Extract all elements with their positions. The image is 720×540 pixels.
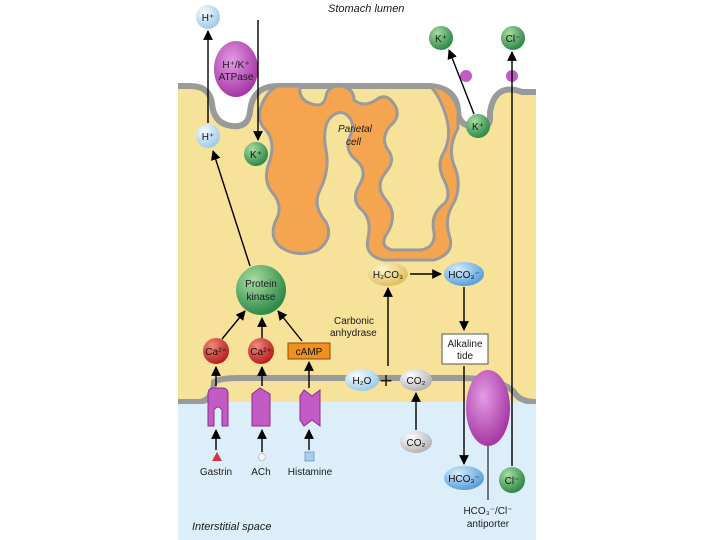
canaliculus bbox=[257, 84, 460, 262]
hco3-cell-molecule bbox=[444, 262, 484, 286]
cl-ion-interstitial-label: Cl⁻ bbox=[505, 476, 520, 487]
h2co3-label: H₂CO₃ bbox=[373, 270, 403, 281]
co2-interstitial-molecule bbox=[400, 431, 432, 453]
protein-kinase-label-1: Protein bbox=[245, 279, 277, 290]
antiporter-label-2: antiporter bbox=[467, 519, 510, 530]
k-ion-cell-label: K⁺ bbox=[472, 122, 484, 133]
histamine-symbol bbox=[304, 451, 315, 462]
k-ion-lumen bbox=[429, 26, 453, 50]
ca-ion-2-label: Ca²⁺ bbox=[250, 347, 271, 358]
ca-ion-2 bbox=[248, 338, 274, 364]
h-ion-lumen bbox=[196, 5, 220, 29]
h2o-label: H₂O bbox=[353, 376, 372, 387]
hco3-cl-antiporter bbox=[466, 370, 510, 446]
hco3-cell-label: HCO₃⁻ bbox=[448, 270, 480, 281]
protein-kinase bbox=[236, 265, 286, 315]
co2-cell-molecule bbox=[400, 369, 432, 391]
k-ion-cell bbox=[466, 114, 490, 138]
pump-label-1: H⁺/K⁺ bbox=[222, 60, 249, 71]
gastrin-receptor bbox=[207, 387, 229, 427]
histamine-label: Histamine bbox=[288, 467, 333, 478]
pump-label-2: ATPase bbox=[219, 72, 254, 83]
gastrin-label: Gastrin bbox=[200, 467, 232, 478]
antiporter-label-1: HCO₃⁻/Cl⁻ bbox=[463, 506, 512, 517]
cl-ion-interstitial bbox=[499, 467, 525, 493]
co2-cell-label: CO₂ bbox=[407, 376, 426, 387]
stomach-lumen-label: Stomach lumen bbox=[328, 3, 404, 15]
cl-ion-lumen bbox=[501, 26, 525, 50]
ach-label: ACh bbox=[251, 467, 270, 478]
alkaline-tide-label-2: tide bbox=[457, 351, 474, 362]
camp-label: cAMP bbox=[296, 347, 323, 358]
carbonic-anhydrase-label-1: Carbonic bbox=[334, 316, 374, 327]
h-ion-lumen-label: H⁺ bbox=[202, 13, 215, 24]
hco3-interstitial-label: HCO₃⁻ bbox=[448, 474, 480, 485]
h-ion-cell bbox=[196, 124, 220, 148]
co2-interstitial-label: CO₂ bbox=[407, 438, 426, 449]
carbonic-anhydrase-label-2: anhydrase bbox=[330, 328, 377, 339]
parietal-cell-label-2: cell bbox=[346, 137, 362, 148]
gastrin-symbol bbox=[212, 452, 222, 461]
ach-symbol bbox=[258, 453, 266, 461]
alkaline-tide-box bbox=[441, 333, 489, 365]
hco3-interstitial-molecule bbox=[444, 466, 484, 490]
interstitial-space-label: Interstitial space bbox=[192, 521, 271, 533]
k-ion-lumen-label: K⁺ bbox=[435, 34, 447, 45]
ca-ion-1-label: Ca²⁺ bbox=[205, 347, 226, 358]
alkaline-tide-label-1: Alkaline bbox=[447, 339, 482, 350]
histamine-receptor bbox=[299, 389, 321, 427]
ca-ion-1 bbox=[203, 338, 229, 364]
h-k-atpase-pump bbox=[214, 41, 258, 97]
h-ion-cell-label: H⁺ bbox=[202, 132, 215, 143]
parietal-cell-label-1: Parietal bbox=[338, 124, 373, 135]
h2o-molecule bbox=[345, 369, 379, 391]
cl-ion-lumen-label: Cl⁻ bbox=[506, 34, 521, 45]
protein-kinase-label-2: kinase bbox=[247, 292, 276, 303]
ach-receptor bbox=[251, 387, 271, 427]
k-ion-pump-cell bbox=[244, 142, 268, 166]
plus-sign: + bbox=[380, 368, 393, 393]
h2co3-molecule bbox=[368, 262, 408, 286]
camp-box bbox=[287, 342, 331, 360]
k-channel bbox=[460, 70, 472, 82]
k-ion-pump-cell-label: K⁺ bbox=[250, 150, 262, 161]
